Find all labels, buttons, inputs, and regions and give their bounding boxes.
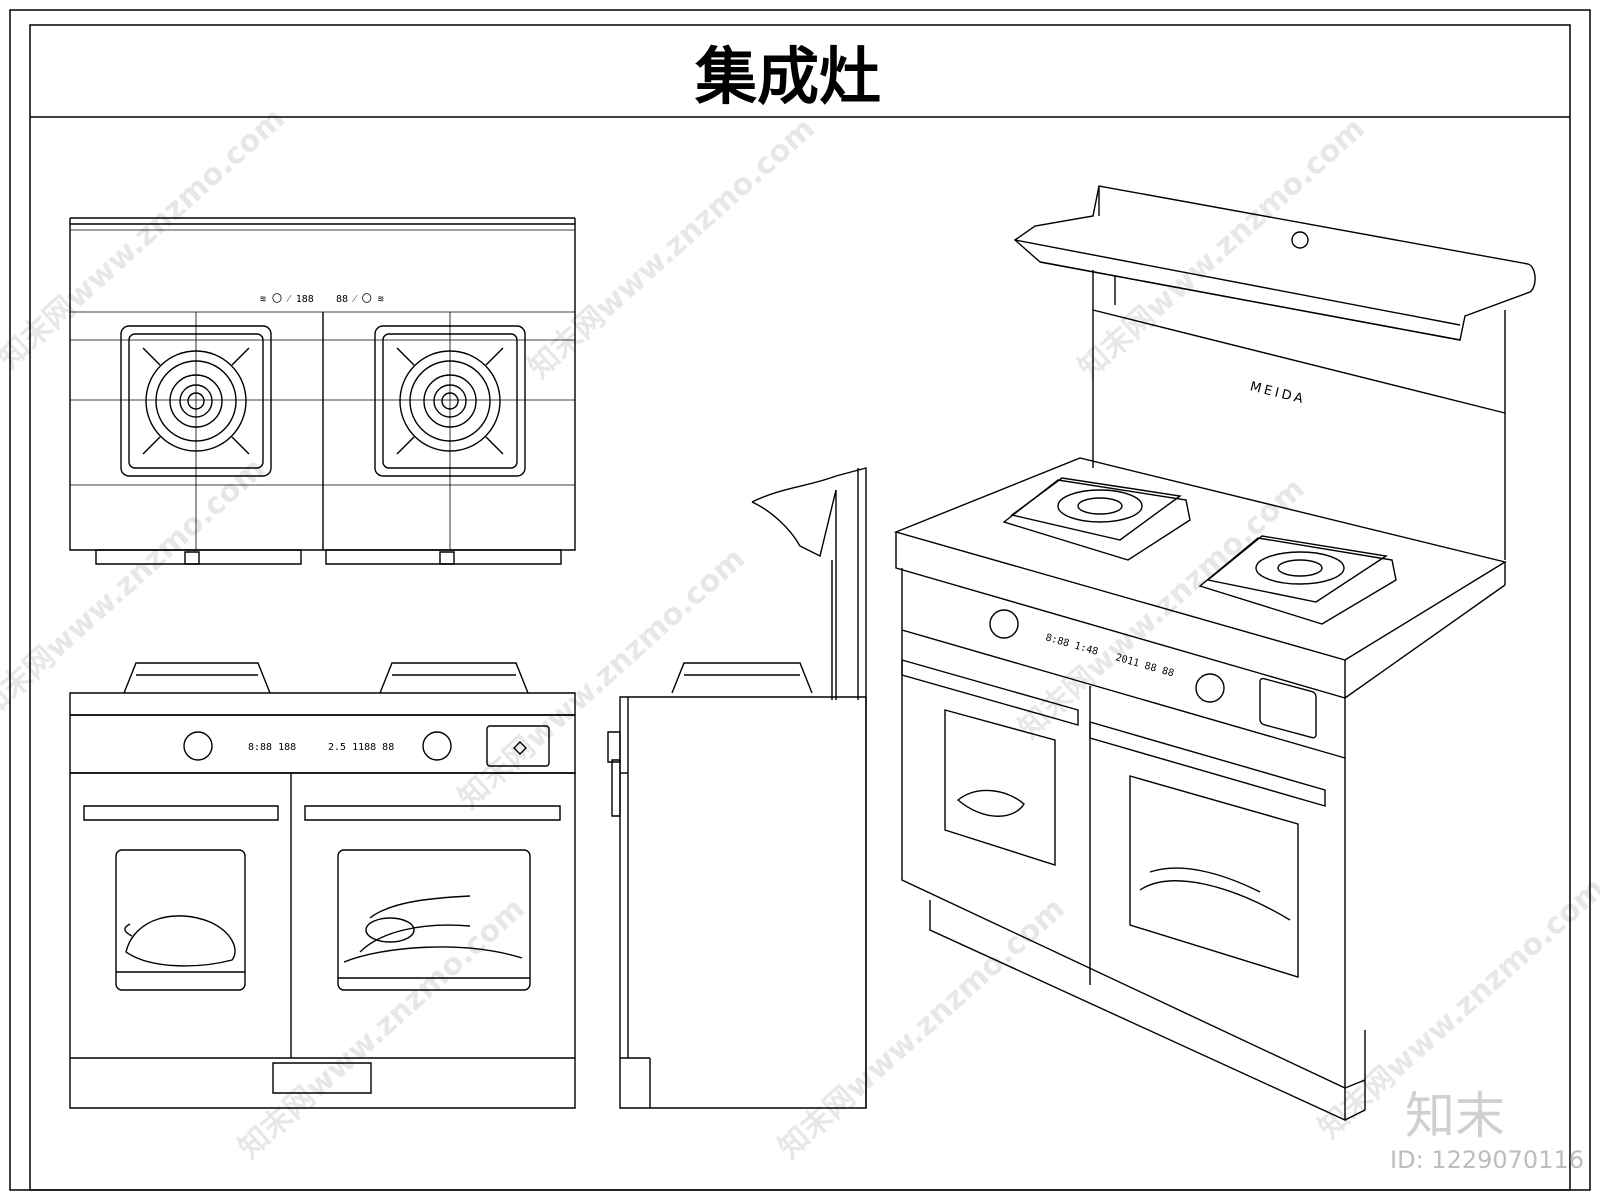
watermark-1: 知末网www.znzmo.com: [0, 101, 292, 376]
front-view: [70, 663, 575, 1108]
watermark-7: 知末网www.znzmo.com: [232, 891, 532, 1166]
side-view: [608, 468, 866, 1108]
drawing-title: 集成灶: [694, 40, 881, 113]
watermark-brand: 知末: [1405, 1087, 1505, 1145]
watermark-layer: 知末网www.znzmo.com 知末网www.znzmo.com 知末网www…: [0, 101, 1600, 1166]
iso-view: [896, 186, 1535, 1120]
drawing-frame: [10, 10, 1590, 1190]
top-view: [70, 218, 575, 564]
top-burner-right: [375, 326, 525, 476]
top-panel-text-right: 88 ⁄ 〇 ≋: [336, 293, 384, 305]
watermark-2: 知末网www.znzmo.com: [522, 111, 822, 386]
watermark-5: 知末网www.znzmo.com: [452, 541, 752, 816]
front-panel-text-right: 2.5 1188 88: [328, 742, 394, 753]
top-panel-text-left: ≋ 〇 ⁄ 188: [260, 293, 314, 305]
top-burner-left: [121, 326, 271, 476]
watermark-id: ID: 1229070116: [1390, 1146, 1584, 1174]
watermark-4: 知末网www.znzmo.com: [0, 451, 272, 726]
front-panel-text-left: 8:88 188: [248, 742, 296, 753]
watermark-3: 知末网www.znzmo.com: [1072, 111, 1372, 386]
watermark-8: 知末网www.znzmo.com: [772, 891, 1072, 1166]
hood-logo: MEIDA: [1248, 379, 1307, 407]
